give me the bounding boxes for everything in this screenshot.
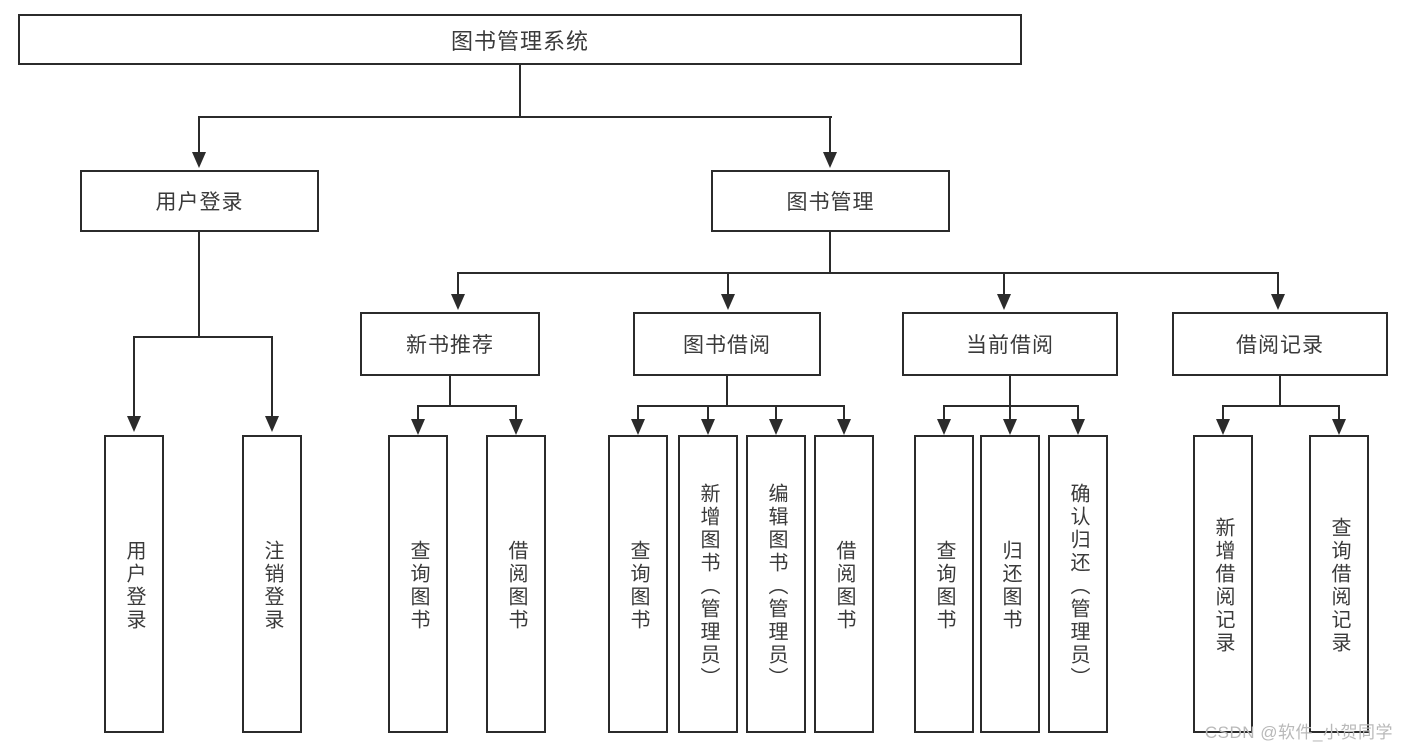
leaf-borrow-record-add-record[interactable]: 新增借阅记录: [1193, 435, 1253, 733]
edge-new-book-stem: [449, 376, 451, 406]
node-book-borrow[interactable]: 图书借阅: [633, 312, 821, 376]
edge-book-management-stem: [829, 232, 831, 274]
arrow-current-borrow-to-leaf-0: [937, 419, 951, 435]
edge-book-borrow-to-leaf-3: [843, 405, 845, 421]
arrow-borrow-record-to-leaf-1: [1332, 419, 1346, 435]
node-label: 当前借阅: [966, 334, 1054, 357]
node-label: 查询图书: [627, 540, 649, 632]
edge-borrow-record-to-leaf-1: [1338, 405, 1340, 421]
edge-book-borrow-to-leaf-0: [637, 405, 639, 421]
leaf-book-borrow-query-books[interactable]: 查询图书: [608, 435, 668, 733]
edge-root-to-book-management: [829, 116, 831, 154]
edge-root-bar: [198, 116, 832, 118]
arrow-book-borrow-to-leaf-1: [701, 419, 715, 435]
node-label: 借阅图书: [833, 540, 855, 632]
arrow-new-book-to-leaf-0: [411, 419, 425, 435]
arrow-book-management-to-book-borrow: [721, 294, 735, 310]
edge-borrow-record-bar: [1222, 405, 1339, 407]
node-label: 借阅记录: [1236, 334, 1324, 357]
node-book-management[interactable]: 图书管理: [711, 170, 950, 232]
node-label: 新增图书（管理员）: [697, 482, 719, 690]
leaf-new-book-borrow-books[interactable]: 借阅图书: [486, 435, 546, 733]
edge-book-borrow-to-leaf-2: [775, 405, 777, 421]
node-borrow-record[interactable]: 借阅记录: [1172, 312, 1388, 376]
edge-book-borrow-bar: [637, 405, 844, 407]
arrow-root-to-book-management: [823, 152, 837, 168]
leaf-user-login-login[interactable]: 用户登录: [104, 435, 164, 733]
node-label: 查询借阅记录: [1328, 517, 1350, 655]
edge-borrow-record-to-leaf-0: [1222, 405, 1224, 421]
arrow-user-login-to-leaf-1: [265, 416, 279, 432]
leaf-borrow-record-query-record[interactable]: 查询借阅记录: [1309, 435, 1369, 733]
arrow-book-management-to-new-book: [451, 294, 465, 310]
node-label: 用户登录: [155, 191, 244, 214]
edge-root-stem: [519, 65, 521, 117]
leaf-book-borrow-add-book-admin[interactable]: 新增图书（管理员）: [678, 435, 738, 733]
edge-current-borrow-stem: [1009, 376, 1011, 406]
edge-book-management-bar: [457, 272, 1279, 274]
node-label: 确认归还（管理员）: [1067, 482, 1089, 690]
leaf-user-login-logout[interactable]: 注销登录: [242, 435, 302, 733]
arrow-book-management-to-borrow-record: [1271, 294, 1285, 310]
node-label: 归还图书: [999, 540, 1021, 632]
node-label: 新书推荐: [406, 334, 494, 357]
arrow-borrow-record-to-leaf-0: [1216, 419, 1230, 435]
node-label: 新增借阅记录: [1212, 517, 1234, 655]
node-new-book-recommend[interactable]: 新书推荐: [360, 312, 540, 376]
arrow-book-borrow-to-leaf-3: [837, 419, 851, 435]
arrow-current-borrow-to-leaf-2: [1071, 419, 1085, 435]
edge-user-login-to-leaf-0: [133, 336, 135, 418]
node-label: 图书借阅: [683, 334, 771, 357]
leaf-current-borrow-confirm-return-admin[interactable]: 确认归还（管理员）: [1048, 435, 1108, 733]
arrow-book-borrow-to-leaf-2: [769, 419, 783, 435]
edge-new-book-bar: [417, 405, 517, 407]
arrow-current-borrow-to-leaf-1: [1003, 419, 1017, 435]
edge-new-book-to-leaf-0: [417, 405, 419, 421]
node-label: 图书管理系统: [450, 28, 589, 54]
edge-user-login-stem: [198, 232, 200, 337]
edge-new-book-to-leaf-1: [515, 405, 517, 421]
edge-user-login-bar: [133, 336, 273, 338]
arrow-user-login-to-leaf-0: [127, 416, 141, 432]
node-user-login[interactable]: 用户登录: [80, 170, 319, 232]
edge-book-borrow-to-leaf-1: [707, 405, 709, 421]
node-label: 注销登录: [261, 540, 283, 632]
arrow-root-to-user-login: [192, 152, 206, 168]
arrow-book-borrow-to-leaf-0: [631, 419, 645, 435]
leaf-new-book-query-books[interactable]: 查询图书: [388, 435, 448, 733]
node-label: 用户登录: [123, 540, 145, 632]
edge-user-login-to-leaf-1: [271, 336, 273, 418]
edge-book-management-to-book-borrow: [727, 272, 729, 296]
leaf-book-borrow-borrow-books[interactable]: 借阅图书: [814, 435, 874, 733]
edge-root-to-user-login: [198, 116, 200, 154]
node-label: 查询图书: [933, 540, 955, 632]
arrow-new-book-to-leaf-1: [509, 419, 523, 435]
leaf-current-borrow-query-books[interactable]: 查询图书: [914, 435, 974, 733]
edge-borrow-record-stem: [1279, 376, 1281, 406]
leaf-current-borrow-return-books[interactable]: 归还图书: [980, 435, 1040, 733]
edge-current-borrow-to-leaf-0: [943, 405, 945, 421]
node-root-library-management-system[interactable]: 图书管理系统: [18, 14, 1022, 65]
leaf-book-borrow-edit-book-admin[interactable]: 编辑图书（管理员）: [746, 435, 806, 733]
edge-current-borrow-to-leaf-1: [1009, 405, 1011, 421]
edge-book-borrow-stem: [726, 376, 728, 406]
edge-book-management-to-current-borrow: [1003, 272, 1005, 296]
node-label: 借阅图书: [505, 540, 527, 632]
node-current-borrow[interactable]: 当前借阅: [902, 312, 1118, 376]
edge-current-borrow-to-leaf-2: [1077, 405, 1079, 421]
arrow-book-management-to-current-borrow: [997, 294, 1011, 310]
edge-book-management-to-borrow-record: [1277, 272, 1279, 296]
edge-book-management-to-new-book: [457, 272, 459, 296]
node-label: 查询图书: [407, 540, 429, 632]
node-label: 图书管理: [786, 191, 875, 214]
node-label: 编辑图书（管理员）: [765, 482, 787, 690]
